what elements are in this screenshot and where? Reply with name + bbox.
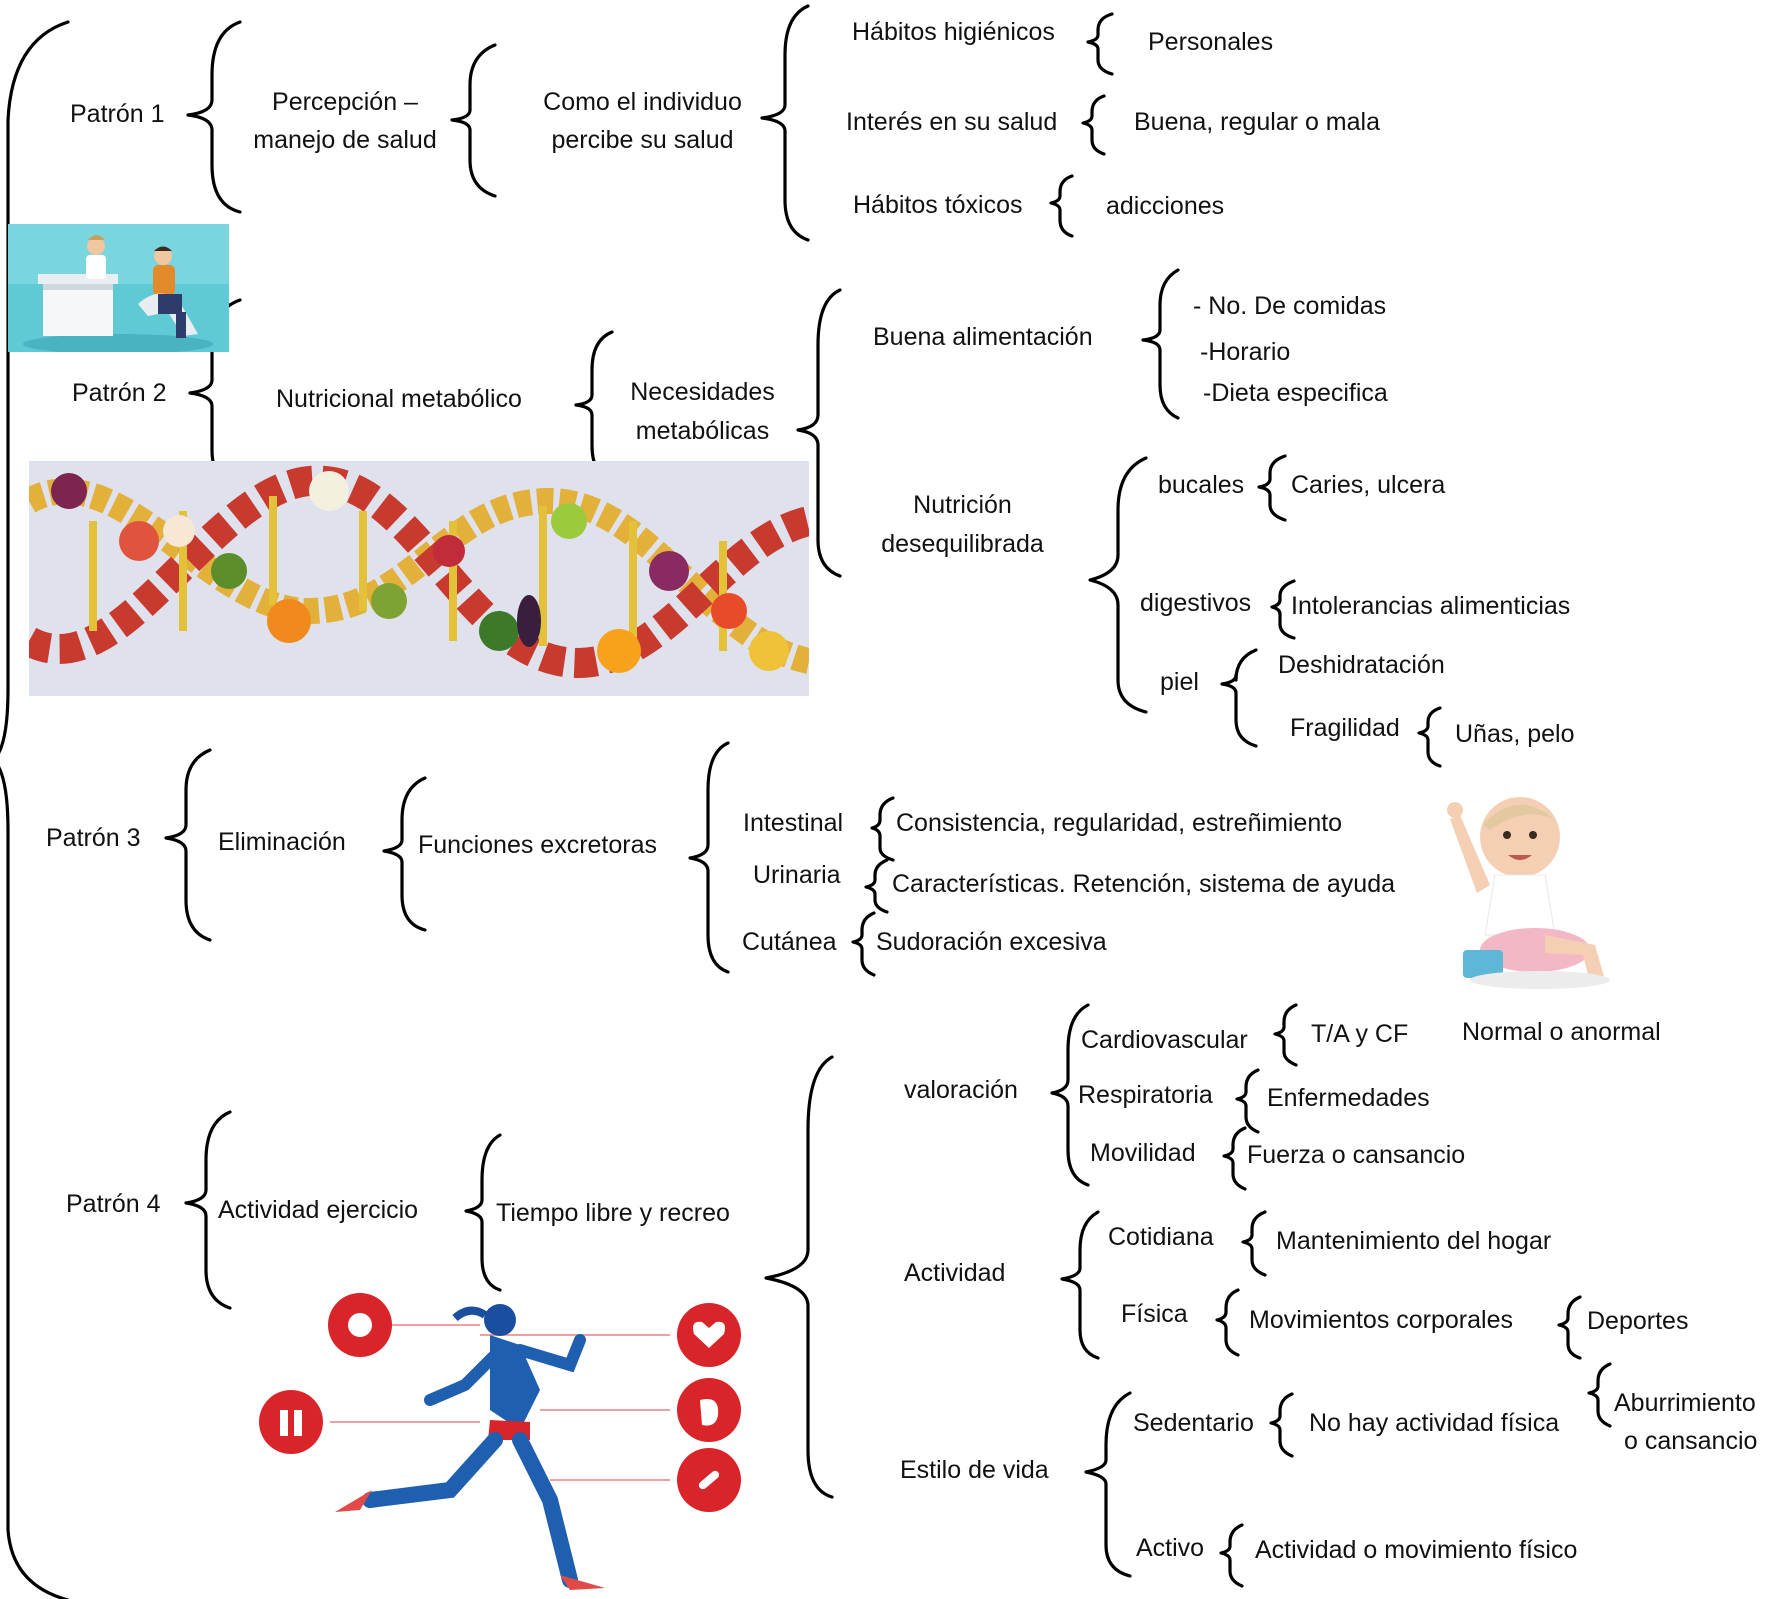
p1-personales: Personales xyxy=(1148,28,1274,56)
p2-deshidratacion: Deshidratación xyxy=(1278,651,1445,679)
p4-respiratoria: Respiratoria xyxy=(1078,1081,1213,1109)
doctor-consultation-image xyxy=(8,224,229,352)
p1-buena-regular-mala: Buena, regular o mala xyxy=(1134,108,1380,136)
p3-consistencia: Consistencia, regularidad, estreñimiento xyxy=(896,809,1343,837)
patron-2-label: Patrón 2 xyxy=(72,379,167,407)
p1-interes-salud: Interés en su salud xyxy=(846,108,1058,136)
p2-necesidades-line2: metabólicas xyxy=(635,417,770,445)
p2-horario: -Horario xyxy=(1200,338,1291,366)
p3-sudoracion: Sudoración excesiva xyxy=(876,928,1107,956)
p3-eliminacion: Eliminación xyxy=(218,828,346,856)
p2-buena-alimentacion: Buena alimentación xyxy=(873,323,1093,351)
p2-unas-pelo: Uñas, pelo xyxy=(1455,720,1575,748)
p3-caracteristicas: Características. Retención, sistema de a… xyxy=(892,870,1396,898)
p4-activo: Activo xyxy=(1136,1534,1205,1562)
p4-ta-cf: T/A y CF xyxy=(1311,1020,1409,1048)
p4-fuerza-cansancio: Fuerza o cansancio xyxy=(1247,1141,1466,1169)
p4-enfermedades: Enfermedades xyxy=(1267,1084,1430,1112)
p2-bucales: bucales xyxy=(1158,471,1245,499)
p1-adicciones: adicciones xyxy=(1106,192,1225,220)
patron-4-label: Patrón 4 xyxy=(66,1190,161,1218)
p3-urinaria: Urinaria xyxy=(753,861,841,889)
p4-o-cansancio: o cansancio xyxy=(1624,1427,1758,1455)
p1-percepcion-line2: manejo de salud xyxy=(253,126,437,154)
p3-cutanea: Cutánea xyxy=(742,928,837,956)
p2-intolerancias: Intolerancias alimenticias xyxy=(1291,592,1571,620)
p4-fisica: Física xyxy=(1121,1300,1188,1328)
p2-nutricion-line2: desequilibrada xyxy=(881,530,1044,558)
p2-necesidades-line1: Necesidades xyxy=(630,378,775,406)
p3-funciones-excretoras: Funciones excretoras xyxy=(418,831,658,859)
p1-habitos-toxicos: Hábitos tóxicos xyxy=(853,191,1023,219)
p4-sedentario: Sedentario xyxy=(1133,1409,1254,1437)
p4-estilo-de-vida: Estilo de vida xyxy=(900,1456,1049,1484)
p2-dieta-especifica: -Dieta especifica xyxy=(1203,379,1388,407)
p4-movilidad: Movilidad xyxy=(1090,1139,1196,1167)
fruits-dna-image xyxy=(29,461,809,696)
baby-potty-image xyxy=(1405,775,1625,1005)
p4-movimientos-corporales: Movimientos corporales xyxy=(1249,1306,1513,1334)
p2-digestivos: digestivos xyxy=(1140,589,1252,617)
p2-nutricional-metabolico: Nutricional metabólico xyxy=(276,385,522,413)
p4-tiempo-libre: Tiempo libre y recreo xyxy=(496,1199,730,1227)
p2-caries-ulcera: Caries, ulcera xyxy=(1291,471,1446,499)
p4-deportes: Deportes xyxy=(1587,1307,1689,1335)
p4-cotidiana: Cotidiana xyxy=(1108,1223,1214,1251)
p1-habitos-higienicos: Hábitos higiénicos xyxy=(852,18,1055,46)
p4-no-actividad: No hay actividad física xyxy=(1309,1409,1560,1437)
p1-individuo-line2: percibe su salud xyxy=(551,126,734,154)
p3-intestinal: Intestinal xyxy=(743,809,844,837)
p1-percepcion-line1: Percepción – xyxy=(272,88,418,116)
patron-3-label: Patrón 3 xyxy=(46,824,141,852)
p4-valoracion: valoración xyxy=(904,1076,1018,1104)
patron-1-label: Patrón 1 xyxy=(70,100,165,128)
p1-individuo-line1: Como el individuo xyxy=(543,88,742,116)
p4-normal-anormal: Normal o anormal xyxy=(1462,1018,1661,1046)
p4-actividad-ejercicio: Actividad ejercicio xyxy=(218,1196,419,1224)
p4-actividad-movimiento: Actividad o movimiento físico xyxy=(1255,1536,1578,1564)
p4-cardiovascular: Cardiovascular xyxy=(1081,1026,1248,1054)
p2-fragilidad: Fragilidad xyxy=(1290,714,1400,742)
p2-nutricion-line1: Nutrición xyxy=(913,491,1012,519)
p4-aburrimiento: Aburrimiento xyxy=(1614,1389,1756,1417)
runner-health-image xyxy=(250,1290,750,1590)
p4-mantenimiento-hogar: Mantenimiento del hogar xyxy=(1276,1227,1552,1255)
p4-actividad: Actividad xyxy=(904,1259,1006,1287)
p2-no-comidas: - No. De comidas xyxy=(1193,292,1387,320)
p2-piel: piel xyxy=(1160,668,1199,696)
